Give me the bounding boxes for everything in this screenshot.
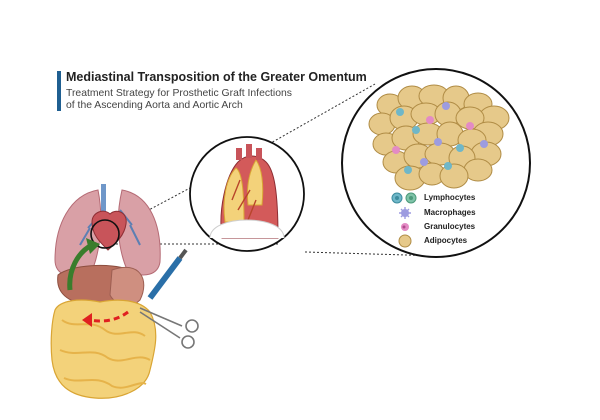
aorta-zoom-circle <box>189 136 305 252</box>
legend <box>391 192 417 248</box>
mobilization-arrow <box>89 310 129 323</box>
macrophage-cell <box>480 140 488 148</box>
macrophage-cell <box>420 158 428 166</box>
mobilization-arrowhead <box>82 313 92 327</box>
subtitle-line-1: Treatment Strategy for Prosthetic Graft … <box>66 88 292 99</box>
legend-label-macrophages: Macrophages <box>424 208 476 217</box>
legend-label-granulocytes: Granulocytes <box>424 222 476 231</box>
lymphocyte-icon <box>391 192 417 204</box>
lymphocyte-cell <box>412 126 420 134</box>
subtitle-line-2: of the Ascending Aorta and Aortic Arch <box>66 100 243 111</box>
granulocyte-cell <box>392 146 400 154</box>
legend-label-lymphocytes: Lymphocytes <box>424 193 476 202</box>
greater-omentum <box>50 299 157 399</box>
granulocyte-cell <box>466 122 474 130</box>
surgical-scissors <box>139 307 199 349</box>
macrophage-icon <box>399 207 411 219</box>
heart-with-graft <box>90 210 127 251</box>
lymphocyte-cell <box>456 144 464 152</box>
macrophage-cell <box>434 138 442 146</box>
abdominal-organs <box>57 265 145 306</box>
adipocyte-icon <box>398 234 412 248</box>
adipocyte-cell <box>439 163 469 189</box>
granulocyte-icon <box>401 223 409 231</box>
granulocyte-cell <box>426 116 434 124</box>
legend-label-adipocytes: Adipocytes <box>424 236 468 245</box>
lymphocyte-cell <box>396 108 404 116</box>
macrophage-cell <box>442 102 450 110</box>
page-title: Mediastinal Transposition of the Greater… <box>66 70 367 84</box>
lymphocyte-cell <box>444 162 452 170</box>
laparoscopic-instrument <box>147 248 188 300</box>
transposition-arrowhead <box>86 238 100 254</box>
lymphocyte-cell <box>404 166 412 174</box>
tissue-cell-cluster <box>368 84 510 191</box>
title-accent-bar <box>57 71 61 111</box>
